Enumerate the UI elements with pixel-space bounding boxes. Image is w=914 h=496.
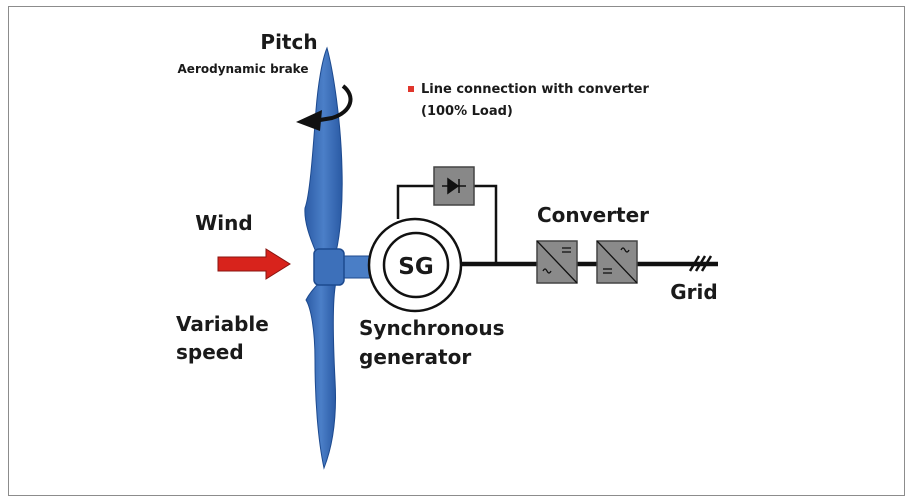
variable-speed-label-1: Variable — [176, 312, 269, 336]
grid-label: Grid — [670, 280, 717, 304]
converter-label: Converter — [537, 203, 649, 227]
blade-upper — [304, 46, 343, 253]
pitch-label: Pitch — [260, 30, 317, 54]
synchronous-label-1: Synchronous — [359, 316, 505, 340]
three-phase-hatch-icon — [688, 255, 713, 272]
diode-icon — [442, 177, 466, 195]
ac-dc-converter-icon — [596, 240, 638, 284]
generator-inner-ring — [382, 231, 450, 299]
legend-line-2: (100% Load) — [421, 104, 513, 119]
sg-label: SG — [398, 254, 433, 280]
pitch-arrow-head — [296, 110, 322, 131]
legend-marker — [408, 86, 414, 92]
dc-ac-converter-icon — [536, 240, 578, 284]
variable-speed-label-2: speed — [176, 340, 244, 364]
wind-arrow — [217, 248, 291, 280]
legend-line-1: Line connection with converter — [421, 82, 649, 97]
aerodynamic-brake-label: Aerodynamic brake — [178, 62, 309, 76]
wind-label: Wind — [195, 211, 252, 235]
wind-turbine-diagram: SG Pitch Aerodynamic brake Line connecti… — [176, 30, 718, 470]
synchronous-label-2: generator — [359, 345, 471, 369]
pitch-rotation-arrow — [319, 84, 353, 122]
hub — [313, 248, 345, 286]
blade-lower — [305, 281, 337, 470]
